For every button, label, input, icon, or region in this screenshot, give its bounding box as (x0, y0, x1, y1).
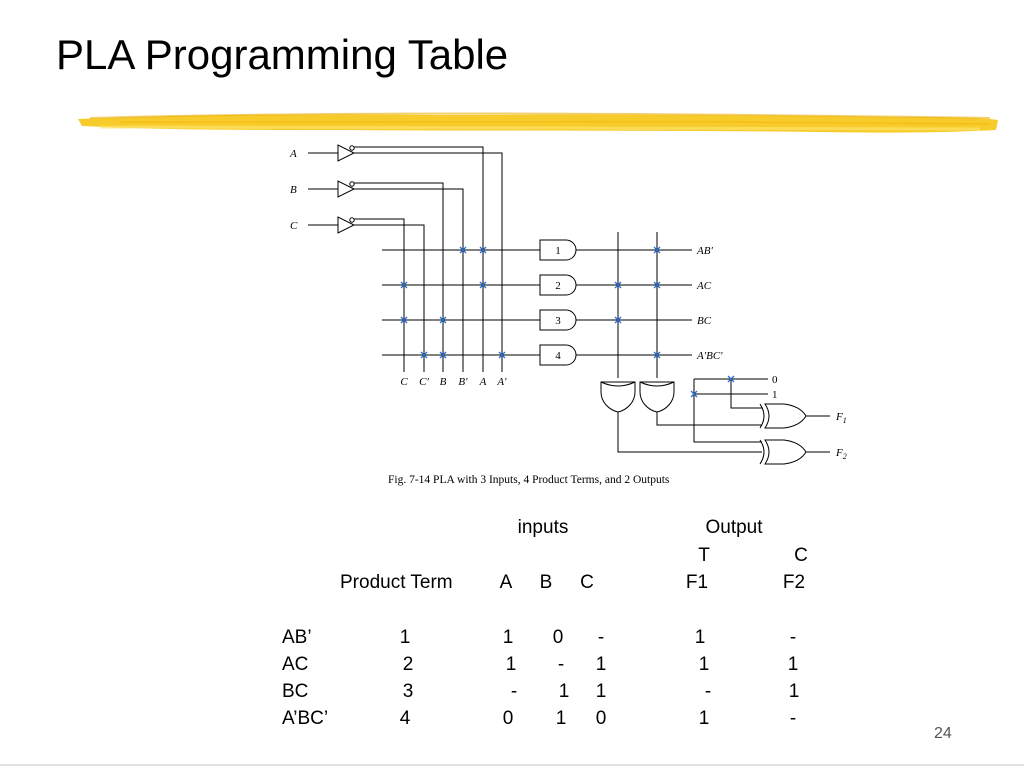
gate-number-1: 1 (555, 245, 561, 257)
input-label-c: C (290, 220, 298, 232)
term-label-ab-prime: AB′ (696, 245, 713, 257)
figure-caption: Fig. 7-14 PLA with 3 Inputs, 4 Product T… (388, 474, 670, 486)
column-label-c: C (400, 376, 408, 388)
product-term-header: Product Term (340, 572, 453, 593)
gate-number-4: 4 (555, 350, 561, 362)
row-cell-f2: - (789, 708, 797, 729)
row-number: 3 (402, 681, 414, 702)
row-cell-f2: 1 (788, 681, 800, 702)
row-cell-c: 1 (595, 654, 607, 675)
polarity-f1: T (698, 545, 710, 566)
row-number: 2 (402, 654, 414, 675)
row-term: AB’ (282, 627, 312, 648)
column-label-b-prime: B′ (458, 376, 468, 388)
output-label-f1: F1 (835, 411, 847, 425)
row-cell-a: - (510, 681, 518, 702)
row-cell-a: 0 (502, 708, 514, 729)
input-label-b: B (290, 184, 297, 196)
row-term: AC (282, 654, 309, 675)
row-cell-f1: - (704, 681, 712, 702)
constant-0: 0 (772, 374, 778, 386)
column-label-a: A (479, 376, 487, 388)
column-header-f1: F1 (685, 572, 709, 593)
highlighter-underline (78, 112, 998, 133)
column-header-c: C (580, 572, 594, 593)
row-term: BC (282, 681, 309, 702)
row-cell-a: 1 (502, 627, 514, 648)
row-cell-f1: 1 (698, 654, 710, 675)
term-label-a-prime-bc-prime: A′BC′ (696, 350, 723, 362)
row-cell-c: 1 (595, 681, 607, 702)
row-number: 1 (399, 627, 411, 648)
row-term: A’BC’ (282, 708, 329, 729)
slide-title: PLA Programming Table (56, 31, 509, 78)
pla-circuit-diagram: A B C C C′ B B′ A A′ 1 2 3 4 AB′ AC BC A… (289, 144, 847, 465)
constant-1: 1 (772, 389, 778, 401)
row-cell-b: 1 (555, 708, 567, 729)
page-number: 24 (934, 725, 952, 742)
gate-number-3: 3 (555, 315, 561, 327)
column-label-c-prime: C′ (419, 376, 429, 388)
row-number: 4 (399, 708, 411, 729)
bottom-divider (0, 764, 1024, 766)
row-cell-f1: 1 (694, 627, 706, 648)
output-header: Output (705, 517, 763, 538)
row-cell-a: 1 (505, 654, 517, 675)
row-cell-f2: 1 (787, 654, 799, 675)
row-cell-b: 0 (552, 627, 564, 648)
output-label-f2: F2 (835, 447, 847, 461)
column-label-b: B (440, 376, 447, 388)
column-header-f2: F2 (782, 572, 806, 593)
column-header-b: B (539, 572, 553, 593)
term-label-ac: AC (696, 280, 712, 292)
column-header-a: A (499, 572, 513, 593)
gate-number-2: 2 (555, 280, 561, 292)
row-cell-f2: - (789, 627, 797, 648)
row-cell-f1: 1 (698, 708, 710, 729)
row-cell-b: 1 (558, 681, 570, 702)
row-cell-c: - (597, 627, 605, 648)
polarity-f2: C (794, 545, 808, 566)
term-label-bc: BC (697, 315, 712, 327)
row-cell-c: 0 (595, 708, 607, 729)
row-cell-b: - (557, 654, 565, 675)
column-label-a-prime: A′ (496, 376, 507, 388)
inputs-header: inputs (517, 517, 569, 538)
input-label-a: A (289, 148, 297, 160)
